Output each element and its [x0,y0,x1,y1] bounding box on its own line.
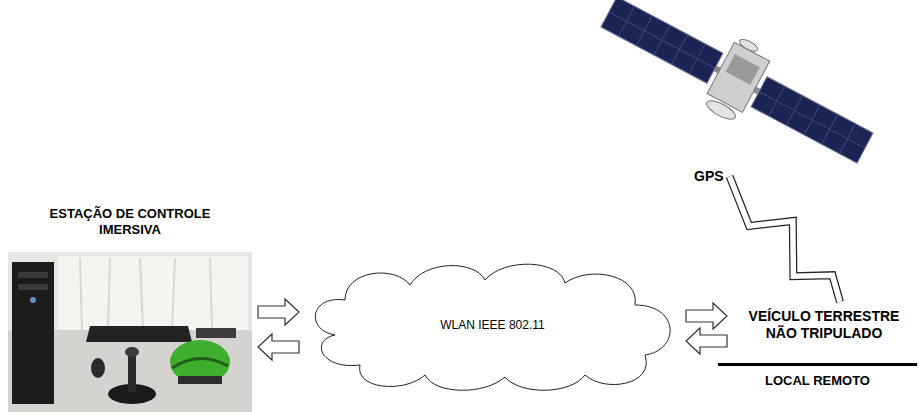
network-cloud: WLAN IEEE 802.11 [305,255,680,395]
node-title: GPS [694,168,724,185]
helmet-visor [178,376,222,384]
cloud-shape [315,264,670,390]
node-title: VEÍCULO TERRESTRE NÃO TRIPULADO [735,308,913,342]
pc-tower [12,262,54,404]
station-node: ESTAÇÃO DE CONTROLE IMERSIVA [8,204,252,412]
curtain [58,256,248,332]
pc-bay [18,284,48,290]
satellite-detail [726,54,760,85]
mouse [91,358,105,378]
flow-arrow [686,328,727,354]
vehicle-node: VEÍCULO TERRESTRE NÃO TRIPULADO [733,306,915,344]
helmet [170,340,230,384]
site-label: LOCAL REMOTO [718,373,917,388]
keyboard [86,326,192,342]
flow-arrow [258,299,299,325]
hollow-arrow [686,328,727,354]
solar-panel [601,0,723,83]
joystick-stick [128,352,136,392]
flow-arrow [686,303,727,329]
device [196,328,236,338]
panel-grid [601,0,873,163]
gps-node: GPS [692,166,726,187]
joystick-grip [125,347,139,357]
helmet-stripe [172,358,228,368]
curtain-folds [80,258,212,330]
hollow-arrow [258,299,299,325]
antenna-dish [704,97,738,123]
hollow-arrow [258,334,299,360]
pc-led [30,297,36,303]
station-photo [8,252,252,412]
node-title: WLAN IEEE 802.11 [440,318,545,332]
photo-ground [8,252,252,412]
hollow-arrow [686,303,727,329]
signal-bolt [730,176,840,302]
site-line [718,363,917,366]
bolt-fill [730,176,840,302]
pc-bay [18,272,48,278]
flow-arrow [258,334,299,360]
satellite [590,0,884,183]
antenna-dish [738,37,759,53]
node-title: ESTAÇÃO DE CONTROLE IMERSIVA [30,206,230,237]
bolt-outline [730,176,840,302]
